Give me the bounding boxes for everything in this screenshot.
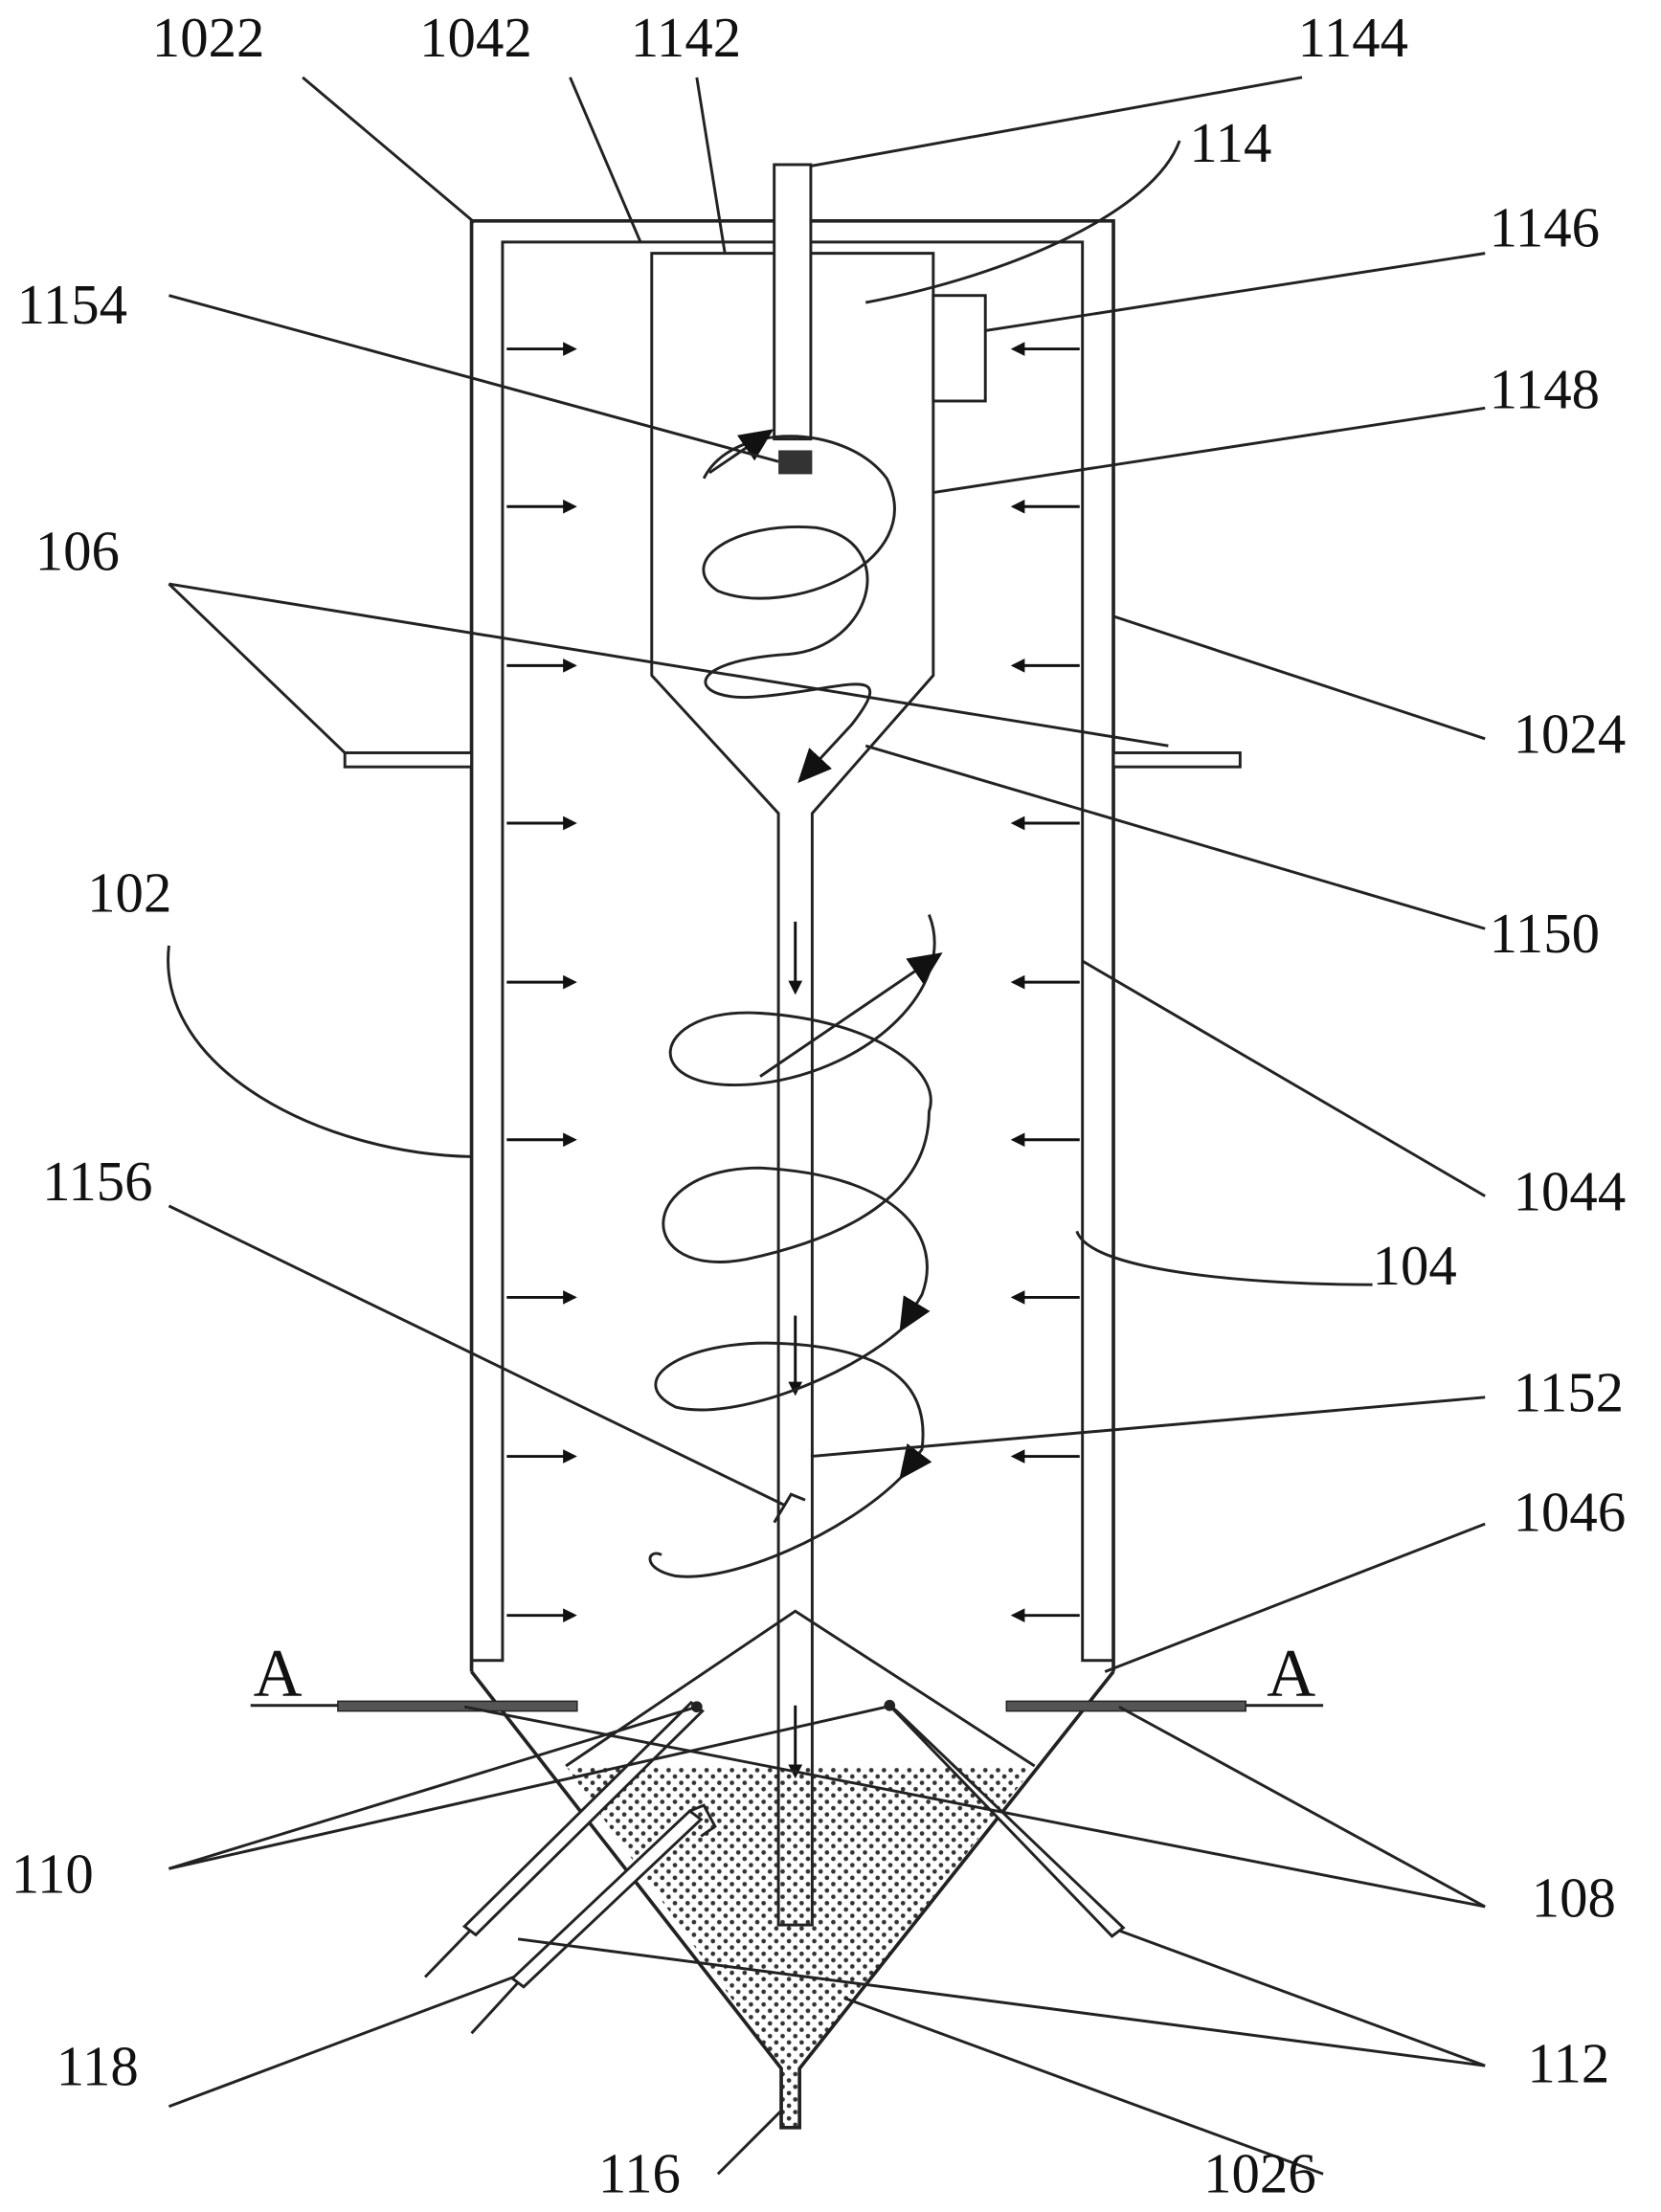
upper-spiral-flow [704, 436, 895, 781]
label-1144: 1144 [1298, 7, 1408, 69]
nozzle-1154 [778, 450, 812, 474]
label-106: 106 [35, 520, 120, 582]
label-1156: 1156 [42, 1151, 152, 1213]
label-1046: 1046 [1514, 1481, 1627, 1543]
plate-left [338, 1701, 577, 1710]
component-1146 [933, 296, 985, 401]
label-102: 102 [87, 862, 171, 925]
inlet-pipe-1144 [774, 165, 811, 439]
airflow-arrows [506, 349, 1079, 1776]
label-1022: 1022 [152, 7, 265, 69]
label-1154: 1154 [17, 274, 127, 336]
label-108: 108 [1532, 1866, 1616, 1929]
cyclone-separator [652, 165, 985, 1925]
label-1150: 1150 [1490, 903, 1600, 965]
flange-right [1113, 753, 1240, 768]
inner-cone [566, 1611, 1035, 1766]
label-1042: 1042 [419, 7, 532, 69]
label-1152: 1152 [1514, 1362, 1624, 1424]
collected-material [566, 1766, 1035, 2068]
label-1148: 1148 [1490, 358, 1600, 420]
label-104: 104 [1373, 1235, 1457, 1297]
label-1024: 1024 [1514, 704, 1627, 766]
label-1142: 1142 [631, 7, 741, 69]
lower-spiral-flow-3 [650, 1478, 901, 1577]
label-1044: 1044 [1514, 1160, 1627, 1222]
label-1146: 1146 [1490, 196, 1600, 258]
label-1026: 1026 [1203, 2142, 1316, 2204]
label-110: 110 [11, 1843, 94, 1905]
label-118: 118 [56, 2036, 139, 2098]
label-114: 114 [1189, 112, 1271, 174]
label-116: 116 [598, 2142, 681, 2204]
flange-left [345, 753, 471, 768]
label-112: 112 [1527, 2033, 1609, 2095]
lower-spiral-flow-2 [656, 1329, 923, 1477]
lower-spiral-flow [663, 915, 934, 1330]
section-label-left: A [254, 1636, 303, 1710]
outlet-pipe-fill [783, 2068, 800, 2128]
section-label-right: A [1267, 1636, 1315, 1710]
